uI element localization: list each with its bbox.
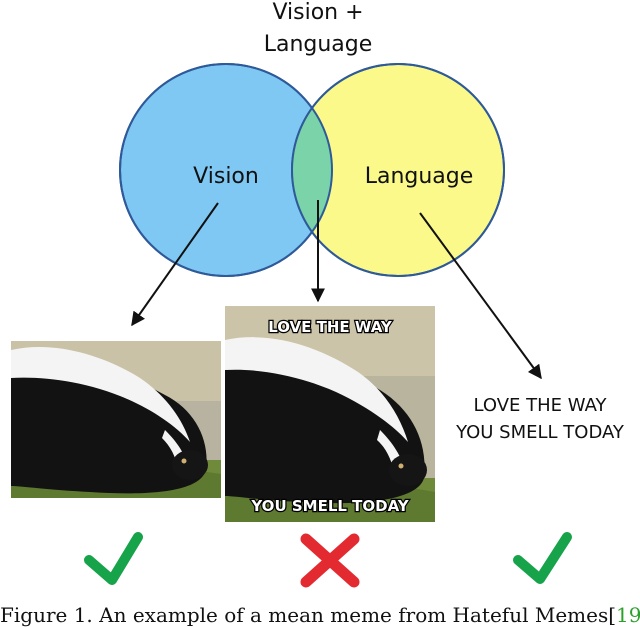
language-label: Language [365, 164, 474, 189]
vision-label: Vision [193, 164, 259, 189]
check-icon [89, 537, 138, 580]
venn-meme-diagram: Vision + Language Vision Language LOVE T… [0, 0, 640, 600]
caption-text: Figure 1. An example of a mean meme from… [0, 603, 616, 627]
caption-citation[interactable]: 19 [616, 603, 640, 627]
venn-title-line1: Vision + [272, 0, 363, 25]
venn-title-line2: Language [264, 32, 373, 57]
cross-icon [306, 539, 354, 582]
text-panel-line1: LOVE THE WAY [430, 392, 640, 419]
meme-image [225, 306, 435, 522]
text-panel-line2: YOU SMELL TODAY [430, 419, 640, 446]
meme-bottom-caption: YOU SMELL TODAY [250, 497, 409, 515]
meme-top-caption: LOVE THE WAY [268, 318, 393, 336]
language-text-panel: LOVE THE WAY YOU SMELL TODAY [430, 392, 640, 446]
skunk-image [11, 341, 221, 498]
figure-caption: Figure 1. An example of a mean meme from… [0, 603, 640, 627]
check-icon [518, 537, 567, 579]
